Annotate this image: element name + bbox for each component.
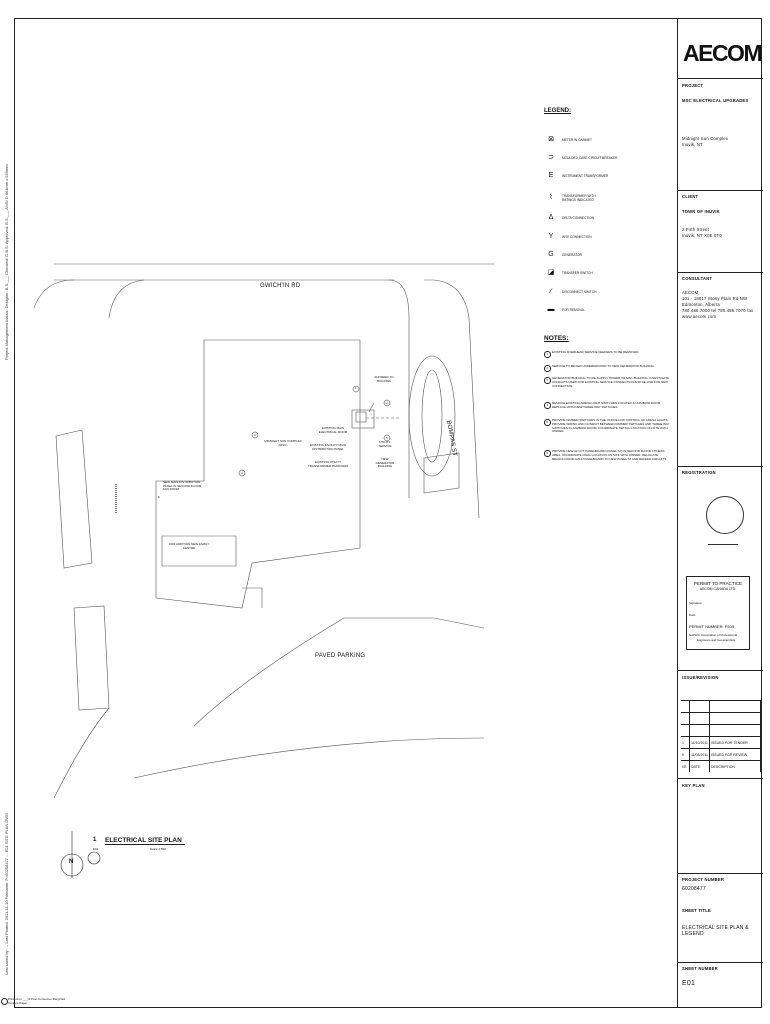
label-facility-panel: EXISTING FACILITY MAIN DISTRIBUTION PANE…: [309, 443, 347, 451]
drawing-ref: E01: [93, 847, 99, 851]
registration-label: REGISTRATION: [682, 470, 716, 475]
note-bubble: 2: [386, 401, 388, 405]
note-bubble: 4: [241, 471, 243, 475]
project-site: Midnight Sun Complex: [682, 136, 729, 141]
drawing-sheet: [14, 18, 762, 1008]
recycled-note: Printed on ___% Post-Consumer Recycled C…: [8, 997, 66, 1005]
sheet-number-label: SHEET NUMBER: [682, 966, 718, 971]
transformer-icon: ⌇: [549, 194, 553, 201]
aecom-logo: AECOM: [683, 40, 763, 66]
label-sunfeed: SUNFEED TO BUILDING: [374, 375, 394, 383]
title-block: AECOM PROJECT MSC ELECTRICAL UPGRADES Mi…: [677, 18, 763, 1008]
consultant-web: www.aecom.com: [682, 314, 717, 319]
recycle-icon: [1, 998, 8, 1005]
permit-company: AECOM CANADA LTD.: [699, 587, 737, 591]
permit-date-label: Date: [689, 613, 696, 617]
client-address1: 2 Firth Street: [682, 227, 710, 232]
drawing-control-line: Project Management Initials: Designer: B…: [4, 164, 9, 360]
sheet-title-label: SHEET TITLE: [682, 908, 711, 913]
engineer-signature: [708, 538, 738, 545]
issue-revision-label: ISSUE/REVISION: [682, 675, 719, 680]
permit-title: PERMIT TO PRACTICE: [693, 581, 743, 586]
label-new-panel: NEW MAIN DISTRIBUTION PANEL IN SECOND FL…: [163, 480, 202, 492]
removal-icon: ▬: [547, 306, 555, 313]
permit-number: PERMIT NUMBER: P509: [689, 624, 735, 629]
consultant-label: CONSULTANT: [682, 276, 713, 281]
meter-icon: ⊠: [548, 136, 554, 143]
label-elec-room: EXISTING MAIN ELECTRICAL ROOM: [318, 426, 348, 434]
project-name: MSC ELECTRICAL UPGRADES: [682, 98, 749, 103]
disconnect-icon: ∕: [550, 288, 552, 295]
note-bubble: 6: [158, 495, 160, 499]
drawing-number: 1: [93, 837, 97, 843]
file-path-line: Last saved by: ... Last Plotted: 2011-11…: [4, 812, 9, 975]
label-new-generator-building: NEW GENERATOR BUILDING: [375, 457, 395, 469]
key-plan-label: KEY PLAN: [682, 783, 705, 788]
breaker-icon: ⊃: [548, 154, 554, 161]
client-label: CLIENT: [682, 194, 699, 199]
transfer-switch-icon: ◪: [547, 269, 555, 276]
client-name: TOWN OF INUVIK: [682, 209, 720, 214]
wye-icon: Y: [548, 233, 554, 240]
project-label: PROJECT: [682, 83, 704, 88]
label-addition: 1993 ADDITION NEW FAMILY CENTRE: [168, 542, 210, 550]
drawing-title: ELECTRICAL SITE PLAN: [105, 837, 185, 845]
consultant-phone: 780.486.7000 tel 780.486.7070 fax: [682, 308, 754, 313]
client-address2: Inuvik, NT X0E 0T0: [682, 233, 722, 238]
permit-assoc2: Engineers and Geoscientists: [697, 638, 736, 642]
engineer-seal-icon: [706, 496, 744, 534]
north-arrow-label: N: [69, 859, 74, 865]
project-number: 60208477: [682, 886, 706, 892]
permit-signature-label: Signature: [689, 601, 702, 605]
drawing-title-block: 1 E01 ELECTRICAL SITE PLAN Scale 1:500: [90, 837, 200, 855]
note-bubble: 3: [254, 433, 256, 437]
permit-assoc1: NAPEG: Association of Professional: [689, 633, 738, 637]
sheet-number: E01: [682, 980, 696, 987]
project-number-label: PROJECT NUMBER: [682, 877, 725, 882]
site-plan-drawing: [33, 263, 494, 878]
drawing-scale: Scale 1:500: [150, 847, 166, 851]
legend-title: LEGEND:: [544, 108, 571, 114]
sheet-title: ELECTRICAL SITE PLAN & LEGEND: [682, 925, 749, 937]
notes-title: NOTES:: [544, 335, 569, 342]
consultant-name: AECOM: [682, 290, 699, 295]
delta-icon: Δ: [548, 214, 554, 221]
note-bubble: 1: [355, 386, 357, 390]
note-bubble: 5: [386, 436, 388, 440]
left-strip: Project Management Initials: Designer: B…: [0, 0, 65, 1024]
label-utility-service: UTILITY SERVICE: [378, 440, 392, 448]
road-label-gwichin: GWICH'IN RD: [260, 283, 301, 289]
ct-icon: E: [548, 172, 554, 179]
legend: LEGEND: ⊠METER IN CABINET ⊃MOULDED CASE …: [544, 108, 664, 313]
consultant-address2: Edmonton, Alberta: [682, 302, 720, 307]
permit-stamp: PERMIT TO PRACTICE AECOM CANADA LTD. Sig…: [686, 576, 750, 650]
generator-icon: G: [548, 251, 554, 258]
paved-parking-label: PAVED PARKING: [315, 653, 366, 659]
consultant-address1: 101 - 18817 Stony Plain Rd NW: [682, 296, 748, 301]
label-utility-transformer: EXISTING UTILITY TRANSFORMER PLATFORM: [307, 460, 349, 468]
project-city: Inuvik, NT: [682, 142, 703, 147]
label-msc: MIDNIGHT SUN COMPLEX (MSC): [264, 439, 302, 447]
